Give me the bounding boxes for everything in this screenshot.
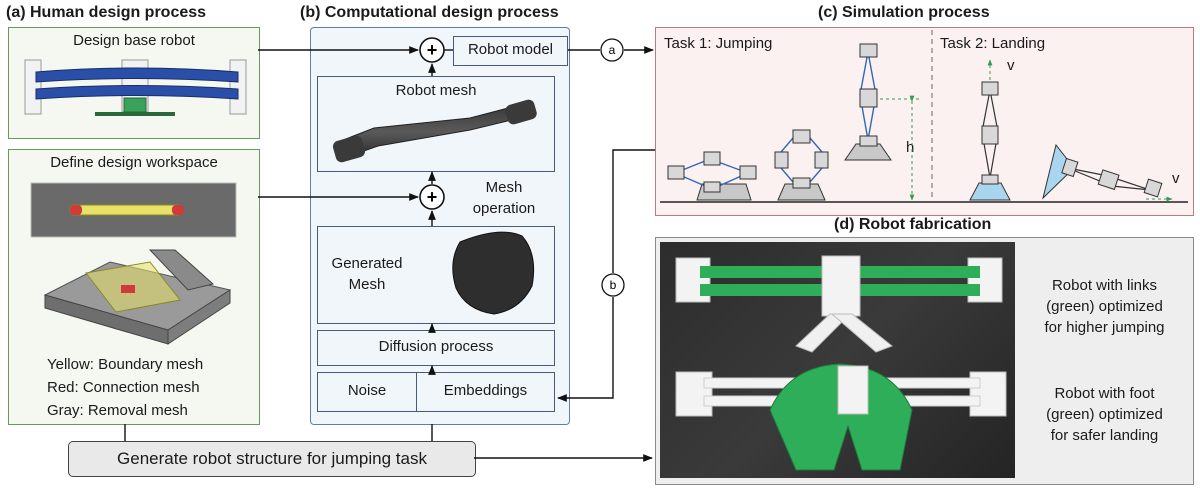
generate-structure-bar: Generate robot structure for jumping tas… [68, 441, 476, 477]
workspace-illustration [30, 182, 237, 345]
robot-model-box [453, 36, 568, 66]
simulation-illustrations [660, 30, 1188, 203]
section-a-title: (a) Human design process [6, 4, 207, 21]
computation-flow-arrows [428, 49, 453, 375]
connector-a-label: a [609, 43, 616, 57]
robot-model-label: Robot model [467, 41, 554, 58]
velocity-v-top-label: v [1007, 57, 1015, 74]
design-workspace-title: Define design workspace [50, 154, 218, 171]
section-d-title: (d) Robot fabrication [834, 216, 992, 233]
fab-caption-landing: Robot with foot (green) optimized for sa… [1046, 385, 1163, 444]
legend-gray: Gray: Removal mesh [47, 402, 188, 419]
diffusion-process-box [317, 330, 555, 366]
embeddings-box [416, 372, 555, 412]
connector-b-label: b [610, 278, 617, 292]
robot-mesh-illustration [332, 99, 537, 163]
legend-yellow: Yellow: Boundary mesh [47, 356, 204, 373]
generated-mesh-label: Generated Mesh [331, 255, 403, 293]
noise-box [317, 372, 417, 412]
connector-a [600, 38, 624, 62]
connector-b [601, 273, 625, 297]
task1-label: Task 1: Jumping [664, 35, 773, 52]
embeddings-label: Embeddings [443, 382, 528, 399]
noise-label: Noise [347, 382, 387, 399]
base-robot-illustration [24, 59, 247, 116]
generated-mesh-blob [452, 231, 535, 315]
design-base-robot-title: Design base robot [73, 32, 195, 49]
velocity-v-right-label: v [1172, 170, 1180, 187]
plus-node-mid-symbol: + [427, 187, 438, 207]
section-c-title: (c) Simulation process [818, 4, 990, 21]
fab-caption-jumping: Robot with links (green) optimized for h… [1044, 277, 1165, 336]
section-b-title: (b) Computational design process [300, 4, 559, 21]
fabrication-robots [675, 255, 1007, 471]
diffusion-process-label: Diffusion process [378, 338, 494, 355]
mesh-operation-label: Mesh operation [472, 179, 536, 217]
generate-structure-label: Generate robot structure for jumping tas… [117, 449, 427, 468]
legend-red: Red: Connection mesh [47, 379, 200, 396]
cross-panel-arrows [124, 46, 655, 462]
plus-node-mid [419, 184, 445, 210]
task2-label: Task 2: Landing [940, 35, 1046, 52]
plus-node-top-symbol: + [427, 40, 438, 60]
robot-mesh-label: Robot mesh [395, 82, 477, 99]
